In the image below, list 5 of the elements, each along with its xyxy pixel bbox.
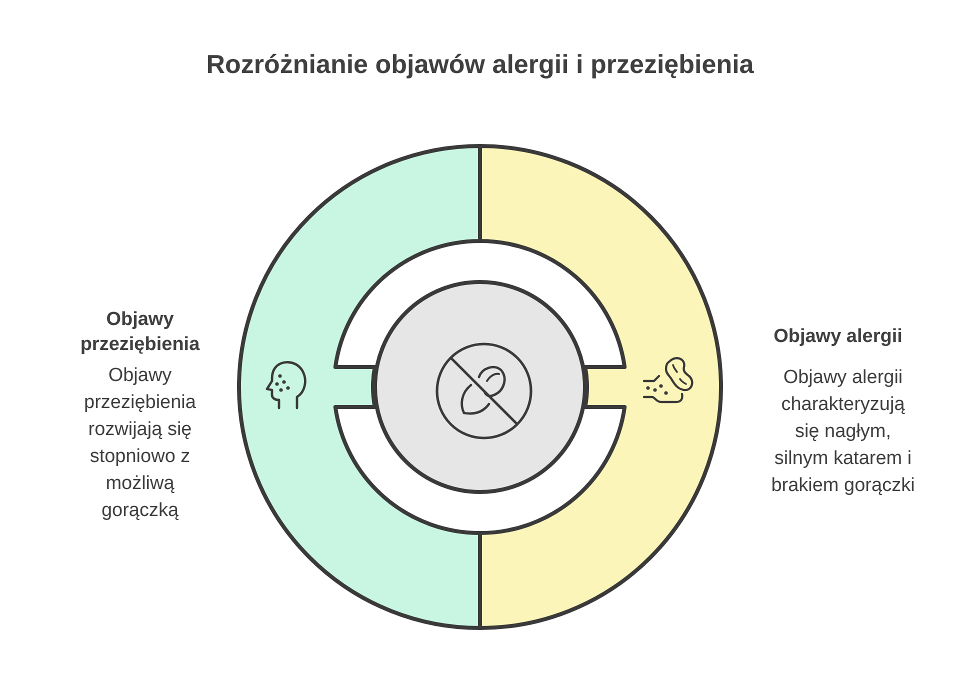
heading: Objawy alergii — [772, 325, 904, 349]
heading: Objawy przeziębienia — [79, 308, 201, 357]
description: Objawy alergii charakteryzują się nagłym, silnym katarem i brakiem gorączki — [770, 366, 916, 498]
title: Rozróżnianie objawów alergii i przeziębienia — [205, 49, 755, 80]
description: Objawy przeziębienia rozwijają się stopniowo z możliwą gorączką — [83, 364, 197, 523]
